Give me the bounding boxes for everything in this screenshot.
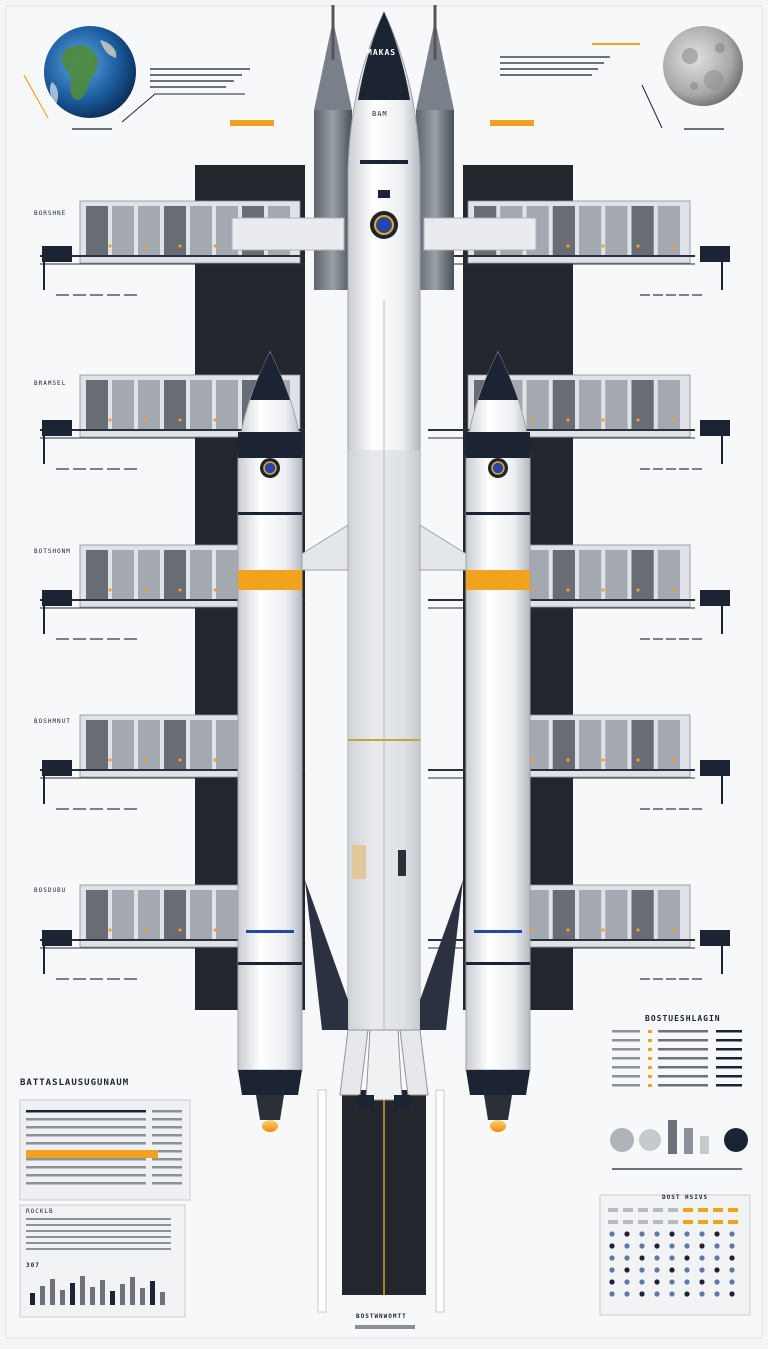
right-access-arm [423, 217, 537, 251]
footer-label: BOSTWNWOMTT [356, 1313, 407, 1320]
level-label-3: BOTSHONM [34, 548, 71, 555]
right-side-tower-cone [416, 20, 454, 110]
gauge-2 [639, 1129, 661, 1151]
earth-icon [44, 26, 136, 118]
level-label-4: BOSHMNUT [34, 718, 71, 725]
core-title-label: MAKAS [367, 48, 397, 57]
right-panel-title: BOSTUESHLAGIN [645, 1014, 721, 1023]
right-booster [465, 350, 531, 1132]
left-panel-note: 307 [26, 1262, 40, 1269]
core-ship-label: BAM [372, 110, 388, 118]
level-label-2: BRAMSEL [34, 380, 67, 387]
left-access-arm [231, 217, 345, 251]
level-label-1: BORSHNE [34, 210, 67, 217]
right-panel-subtitle: DOST HSIVS [662, 1194, 709, 1201]
left-booster [237, 350, 303, 1132]
left-panel-highlight-bar [26, 1150, 158, 1158]
level-label-5: BOSDUBU [34, 887, 67, 894]
right-side-tower [416, 110, 454, 290]
right-data-panel [599, 1030, 751, 1316]
gauge-1 [610, 1128, 634, 1152]
core-stage [339, 10, 429, 1109]
left-data-panel [19, 1099, 191, 1318]
left-side-tower-cone [314, 20, 352, 110]
gauge-3 [724, 1128, 748, 1152]
moon-icon [663, 26, 743, 106]
left-panel-subtitle: ROCKLB [26, 1208, 54, 1215]
left-panel-title: BATTASLAUSUGUNAUM [20, 1078, 130, 1088]
left-side-tower [314, 110, 352, 290]
